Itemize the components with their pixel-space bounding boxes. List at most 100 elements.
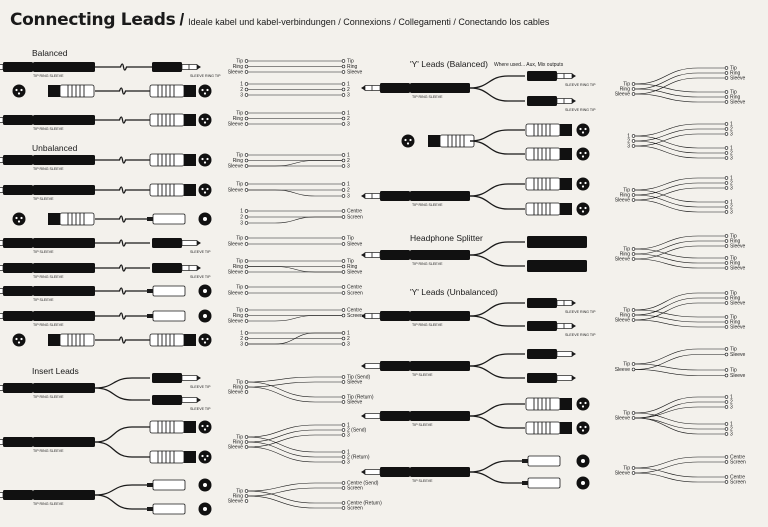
pin-label-left: 2 (240, 87, 243, 93)
pin-label-left: Tip (236, 111, 243, 117)
pin-label-right: 1 (730, 422, 733, 428)
rca-centre (581, 481, 585, 485)
xlr-pin (206, 337, 209, 341)
cable-branch (469, 403, 525, 417)
jack-plug (0, 437, 33, 447)
jack-shaft (0, 265, 4, 271)
rca-plug (147, 310, 186, 322)
xlr-pin (20, 88, 23, 92)
jack-body (3, 437, 33, 447)
pin-terminal (244, 445, 249, 449)
pin-terminal (244, 331, 249, 335)
jack-tip (361, 313, 365, 319)
headphone-splitter: TIP RING SLEEVETipRingSleeveTipRingSleev… (361, 234, 746, 272)
pin-label-right: 3 (730, 210, 733, 216)
pin-label-left: Sleeve (228, 164, 244, 170)
pin-terminal (631, 367, 636, 372)
jack-body (3, 155, 33, 165)
pin-label-right: Sleeve (347, 242, 363, 248)
pin-label-right: Tip (730, 291, 737, 297)
jack-body (33, 185, 95, 195)
wire (634, 417, 725, 430)
pin-terminal (724, 151, 729, 155)
rca-pin (147, 314, 153, 318)
wire (634, 467, 725, 478)
pin-terminal (341, 375, 346, 379)
jack-plug (527, 373, 576, 383)
jack-caption: TIP RING SLEEVE (412, 203, 443, 207)
pin-label-left: Tip (236, 489, 243, 495)
pin-label-right: 3 (730, 405, 733, 411)
pin-terminal (724, 352, 729, 357)
pin-terminal (341, 209, 346, 213)
cable (95, 264, 150, 272)
jack-caption: TIP SLEEVE (33, 197, 54, 201)
pin-label-right: Screen (347, 215, 363, 221)
pin-label-left: Tip (236, 308, 243, 314)
xlr-pin (206, 187, 209, 191)
xlr-pin (201, 424, 204, 428)
jack-body (380, 191, 410, 201)
pin-terminal (631, 198, 636, 202)
xlr-head (48, 85, 60, 97)
jack-body (3, 115, 33, 125)
wire (247, 381, 342, 398)
jack-body (33, 62, 95, 72)
pin-terminal (244, 153, 249, 157)
xlr-head (560, 124, 572, 136)
pin-terminal (724, 90, 729, 94)
cable-branch (94, 494, 150, 510)
jack-body (3, 238, 33, 248)
jack-body (380, 83, 410, 93)
pin-terminal (724, 256, 729, 260)
pin-label-left: Tip (623, 247, 630, 253)
pin-terminal (244, 380, 249, 384)
xlr-pin (15, 88, 18, 92)
pin-label-right: Centre (Return) (347, 501, 382, 507)
pin-label-left: Sleeve (615, 367, 631, 373)
wire (634, 354, 725, 370)
cable-branch (469, 365, 525, 379)
pin-label-right: Screen (347, 313, 363, 319)
xlr-end-view (198, 183, 212, 197)
xlr-face (576, 147, 590, 161)
pin-terminal (341, 433, 346, 437)
pin-terminal (244, 59, 249, 63)
jack-shaft (0, 492, 4, 498)
wire (634, 412, 725, 425)
wire (634, 417, 725, 435)
xlr-face (198, 113, 212, 127)
jack-body (33, 490, 95, 500)
xlr-pin (201, 187, 204, 191)
pin-label-right: Centre (347, 209, 362, 215)
pin-label-right: Sleeve (730, 76, 746, 82)
pin-label-right: Centre (Send) (347, 481, 379, 487)
rca-end-view (198, 309, 212, 323)
pin-label-left: Ring (233, 385, 244, 391)
cable-branch (469, 460, 525, 473)
wire (634, 88, 725, 98)
pin-terminal (341, 188, 346, 192)
wire (247, 434, 342, 448)
jack-body (527, 373, 557, 383)
rca-centre (203, 314, 207, 318)
jack-body (152, 238, 182, 248)
pin-label-right: 1 (347, 450, 350, 456)
pin-terminal (724, 234, 729, 238)
wire (634, 253, 725, 264)
rca-pin (147, 289, 153, 293)
xlr-pin (201, 117, 204, 121)
xlr-pin (17, 92, 21, 95)
pin-label-right: 2 (730, 427, 733, 433)
pin-terminal (244, 336, 249, 341)
jack-body (152, 263, 182, 273)
jack-plug (0, 311, 33, 321)
pin-terminal (341, 428, 346, 432)
pin-label-right: 1 (347, 153, 350, 159)
jack-body (527, 96, 557, 106)
